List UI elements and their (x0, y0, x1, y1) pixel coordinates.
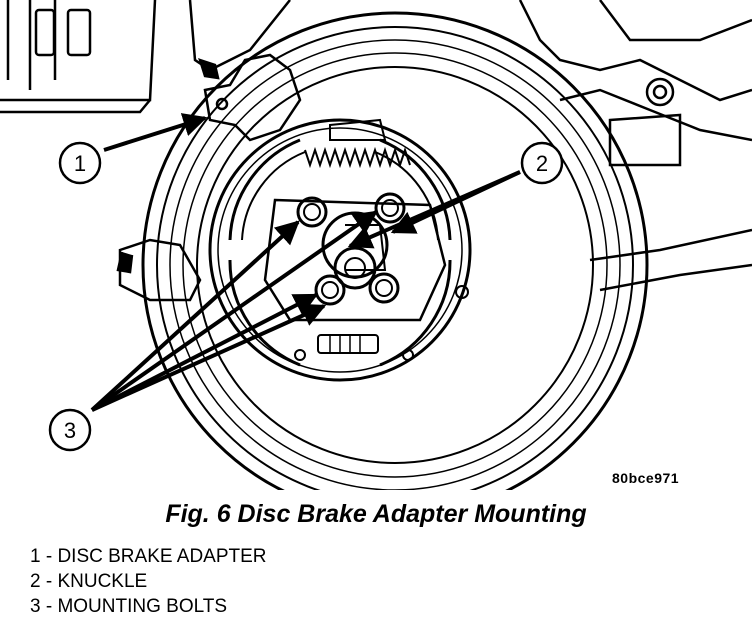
brake-assembly-illustration: 1 2 3 (0, 0, 752, 490)
disc-brake-adapter (116, 53, 302, 302)
callout-2: 2 (347, 141, 564, 249)
callout-2-label: 2 (536, 151, 548, 176)
legend-item-mounting-bolts: 3 - MOUNTING BOLTS (30, 596, 228, 617)
brake-rotor (141, 11, 649, 490)
upper-bracket (0, 0, 291, 114)
callout-1-label: 1 (74, 151, 86, 176)
figure-code: 80bce971 (612, 470, 680, 486)
callout-1: 1 (58, 113, 208, 185)
legend-item-adapter: 1 - DISC BRAKE ADAPTER (30, 546, 267, 567)
figure-caption: Fig. 6 Disc Brake Adapter Mounting (165, 500, 587, 528)
mounting-bolts (296, 192, 406, 306)
legend-item-knuckle: 2 - KNUCKLE (30, 571, 148, 592)
legend-list: 1 - DISC BRAKE ADAPTER 2 - KNUCKLE 3 - M… (30, 544, 267, 619)
steering-knuckle-frame (518, 0, 752, 292)
callout-3: 3 (48, 210, 378, 452)
callout-3-label: 3 (64, 418, 76, 443)
